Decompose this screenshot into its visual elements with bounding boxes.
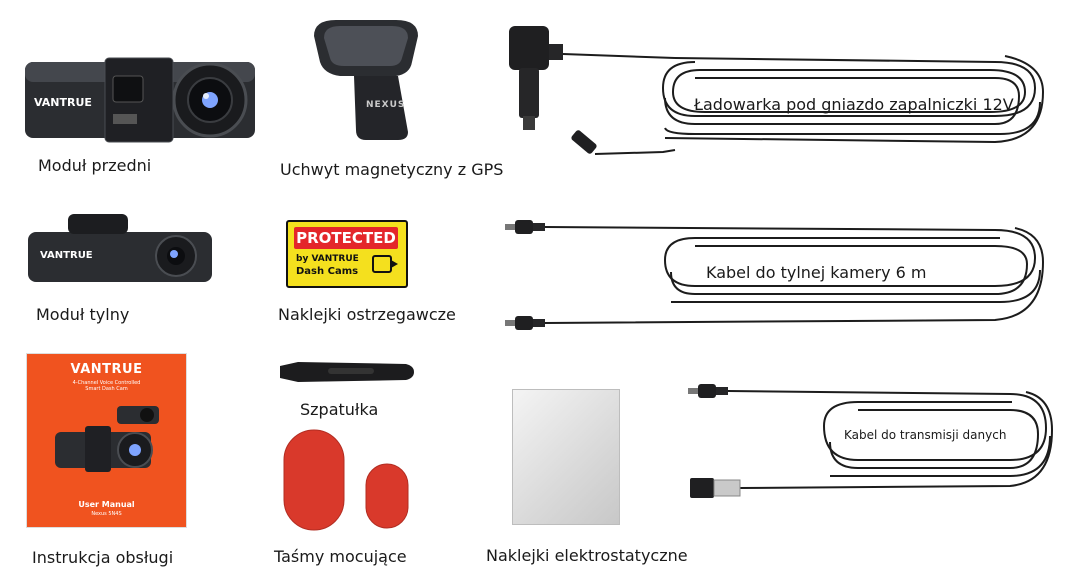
warning-stickers-label: Naklejki ostrzegawcze (278, 305, 456, 324)
electrostatic-sheet (512, 389, 620, 525)
data-cable-image (688, 384, 1054, 498)
adhesive-tapes-image (283, 429, 409, 531)
spatula-label: Szpatułka (300, 400, 379, 419)
front-module-brand: VANTRUE (34, 96, 92, 109)
sticker-line-1: by VANTRUE (296, 254, 359, 264)
user-manual: VANTRUE 4-Channel Voice Controlled Smart… (27, 354, 186, 527)
rear-module-label: Moduł tylny (36, 305, 130, 324)
front-module-label: Moduł przedni (38, 156, 152, 175)
rear-cable-image (505, 220, 1045, 330)
front-module: VANTRUE (20, 50, 260, 145)
warning-sticker: PROTECTED by VANTRUE Dash Cams (286, 220, 408, 288)
front-module-image (25, 57, 255, 143)
manual-cover-model: Nexus 5N4S (91, 511, 122, 517)
electrostatic-stickers-label: Naklejki elektrostatyczne (486, 546, 688, 565)
camera-icon (372, 255, 398, 273)
sticker-line-2: Dash Cams (296, 266, 359, 277)
rear-cable-label: Kabel do tylnej kamery 6 m (706, 263, 927, 282)
rear-module-image (28, 214, 212, 282)
rear-module: VANTRUE (24, 210, 219, 290)
car-charger-label: Ładowarka pod gniazdo zapalniczki 12V (694, 95, 1014, 114)
manual-cover-cameras (55, 406, 159, 472)
mount: NEXUS (300, 14, 430, 144)
manual-brand: VANTRUE (70, 362, 143, 377)
manual-cover-title: User Manual (78, 500, 135, 509)
mount-label: Uchwyt magnetyczny z GPS (280, 160, 504, 179)
car-charger-image (509, 26, 1045, 155)
data-cable-label: Kabel do transmisji danych (844, 428, 1007, 442)
rear-module-brand: VANTRUE (40, 250, 93, 261)
manual-label: Instrukcja obsługi (32, 548, 174, 567)
mount-brand: NEXUS (366, 100, 406, 110)
adhesive-tapes-label: Taśmy mocujące (274, 547, 407, 566)
mount-image (314, 20, 418, 140)
spatula-image (280, 362, 414, 382)
manual-subtitle: 4-Channel Voice Controlled Smart Dash Ca… (72, 380, 141, 392)
sticker-title: PROTECTED (294, 227, 398, 249)
